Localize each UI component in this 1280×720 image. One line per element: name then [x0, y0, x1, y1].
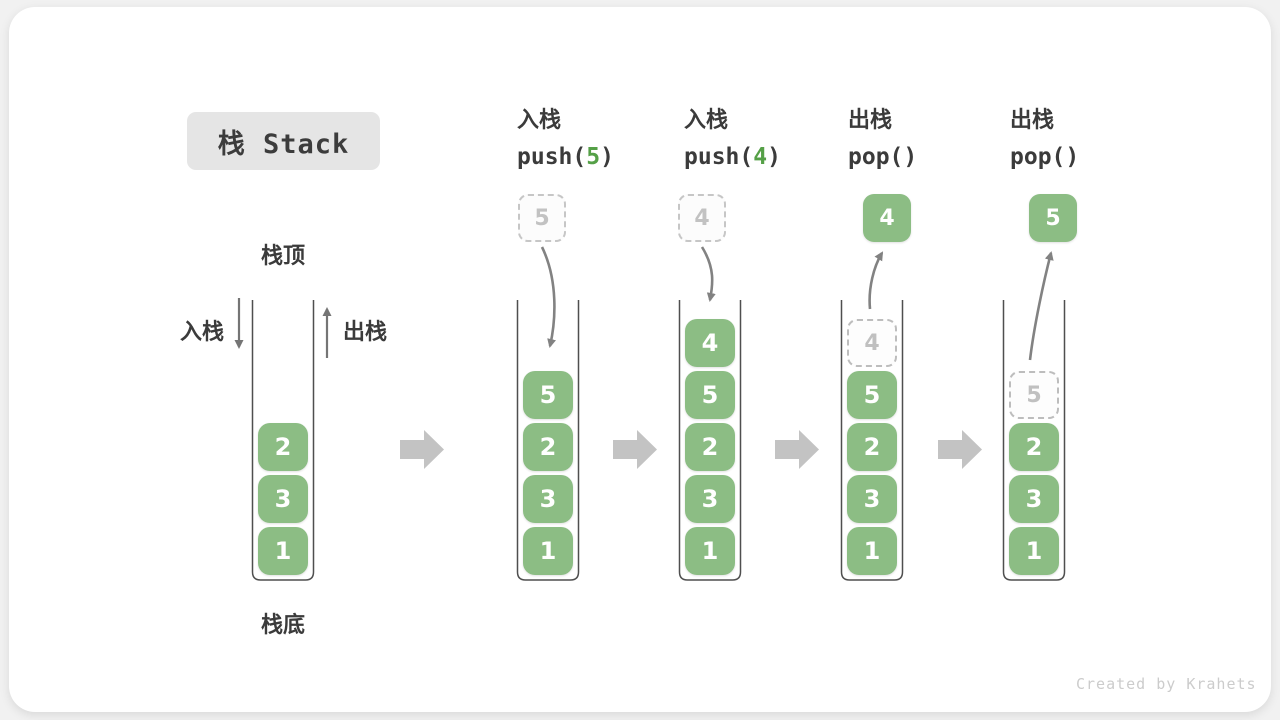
- op-label-push-1: 入栈: [517, 108, 562, 133]
- popped-value: 4: [879, 205, 895, 231]
- code-fn: push(: [517, 144, 587, 170]
- code-arg: 5: [586, 144, 601, 170]
- ghost-cell: 4: [847, 319, 897, 367]
- op-label-pop-2: 出栈: [1010, 108, 1055, 133]
- incoming-value: 5: [534, 205, 550, 231]
- stack-cell: 5: [685, 371, 735, 419]
- stack-cell: 2: [847, 423, 897, 471]
- code-arg: 4: [753, 144, 768, 170]
- incoming-value-box-5: 5: [518, 194, 566, 242]
- cell-value: 3: [701, 485, 719, 513]
- stack-cell: 4: [685, 319, 735, 367]
- stack-bottom-label: 栈底: [260, 613, 305, 638]
- stack-top-label: 栈顶: [260, 244, 305, 269]
- code-close: ): [600, 144, 614, 170]
- cell-value: 1: [863, 537, 881, 565]
- stack-cell: 1: [1009, 527, 1059, 575]
- code-fn: push(: [684, 144, 754, 170]
- op-code-pop-2: pop(): [1010, 142, 1079, 172]
- popped-value-box-5: 5: [1029, 194, 1077, 242]
- stack-cell: 3: [685, 475, 735, 523]
- stack-cell: 3: [523, 475, 573, 523]
- stack-cell: 2: [523, 423, 573, 471]
- cell-value: 4: [701, 329, 719, 357]
- op-label-push-2: 入栈: [684, 108, 729, 133]
- code-close: ): [1065, 144, 1080, 170]
- stack-cell: 2: [685, 423, 735, 471]
- stack-cell: 1: [523, 527, 573, 575]
- ghost-value: 4: [864, 330, 880, 356]
- code-fn: pop(: [1010, 144, 1066, 170]
- cell-value: 3: [539, 485, 557, 513]
- stack-cell: 2: [258, 423, 308, 471]
- stack-cell: 1: [685, 527, 735, 575]
- popped-value-box-4: 4: [863, 194, 911, 242]
- pop-side-label: 出栈: [343, 320, 388, 345]
- cell-value: 5: [539, 381, 557, 409]
- cell-value: 2: [863, 433, 881, 461]
- page-title: 栈 Stack: [217, 128, 350, 160]
- op-code-push-2: push(4): [684, 142, 781, 172]
- push-side-label: 入栈: [180, 320, 225, 345]
- popped-value: 5: [1045, 205, 1061, 231]
- stack-cell: 3: [1009, 475, 1059, 523]
- cell-value: 3: [274, 485, 292, 513]
- cell-value: 1: [701, 537, 719, 565]
- cell-value: 2: [701, 433, 719, 461]
- op-code-pop-1: pop(): [848, 142, 917, 172]
- title-badge: 栈 Stack: [187, 112, 380, 170]
- cell-value: 2: [539, 433, 557, 461]
- stack-cell: 1: [258, 527, 308, 575]
- code-fn: pop(: [848, 144, 904, 170]
- ghost-value: 5: [1026, 382, 1042, 408]
- ghost-cell: 5: [1009, 371, 1059, 419]
- op-code-push-1: push(5): [517, 142, 614, 172]
- cell-value: 1: [1025, 537, 1043, 565]
- code-close: ): [767, 144, 781, 170]
- cell-value: 5: [863, 381, 881, 409]
- watermark-credit: Created by Krahets: [1076, 675, 1257, 693]
- incoming-value-box-4: 4: [678, 194, 726, 242]
- incoming-value: 4: [694, 205, 710, 231]
- cell-value: 5: [701, 381, 719, 409]
- stack-cell: 5: [847, 371, 897, 419]
- cell-value: 3: [1025, 485, 1043, 513]
- stack-cell: 1: [847, 527, 897, 575]
- stack-cell: 5: [523, 371, 573, 419]
- cell-value: 2: [1025, 433, 1043, 461]
- code-close: ): [903, 144, 918, 170]
- stack-cell: 2: [1009, 423, 1059, 471]
- cell-value: 3: [863, 485, 881, 513]
- cell-value: 2: [274, 433, 292, 461]
- op-label-pop-1: 出栈: [848, 108, 893, 133]
- stack-cell: 3: [258, 475, 308, 523]
- stack-cell: 3: [847, 475, 897, 523]
- cell-value: 1: [274, 537, 292, 565]
- cell-value: 1: [539, 537, 557, 565]
